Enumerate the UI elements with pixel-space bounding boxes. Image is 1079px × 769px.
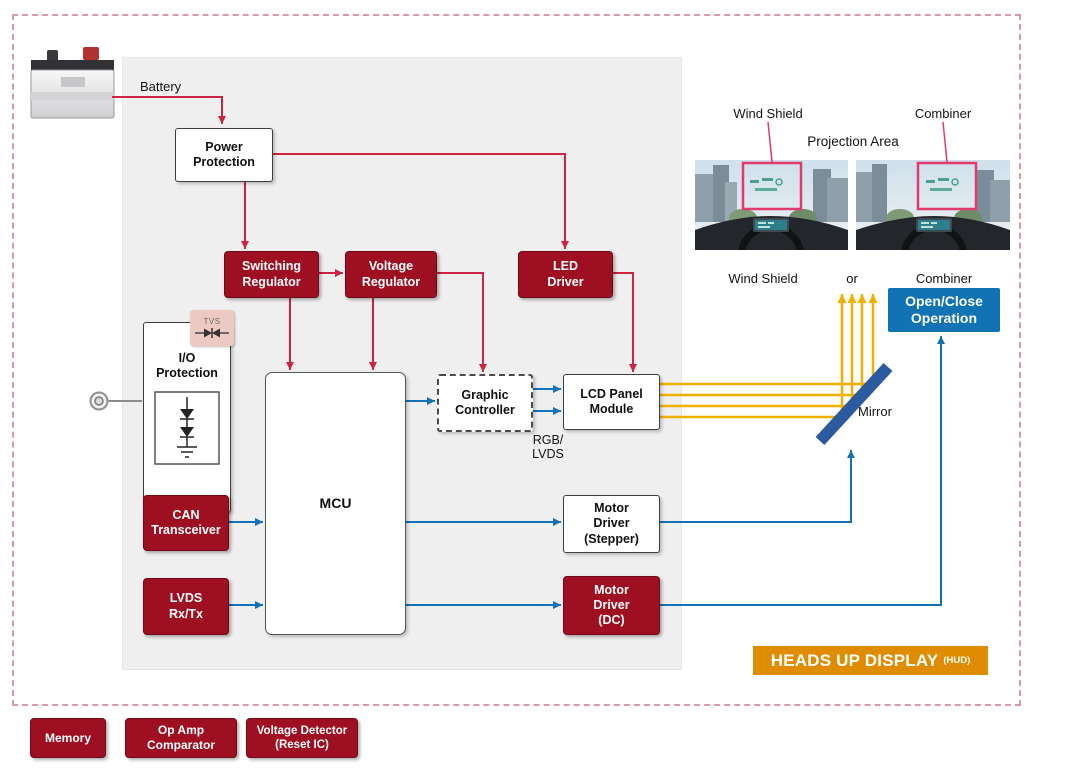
op-amp-comparator-block: Op Amp Comparator — [125, 718, 237, 758]
windshield-photo — [695, 160, 848, 250]
graphic-controller-label: Graphic Controller — [455, 387, 515, 417]
mcu-block: MCU — [265, 372, 406, 635]
open-close-operation-label: Open/Close Operation — [905, 292, 983, 326]
battery-image — [30, 47, 115, 119]
mirror-label: Mirror — [858, 404, 892, 419]
tvs-block: TVS — [190, 310, 234, 346]
open-close-operation-block: Open/Close Operation — [888, 288, 1000, 332]
led-driver-label: LED Driver — [547, 259, 584, 289]
hud-banner-suffix: (HUD) — [943, 655, 971, 666]
graphic-controller-block: Graphic Controller — [437, 374, 533, 432]
wind-shield-top-label: Wind Shield — [733, 106, 803, 121]
switching-regulator-block: Switching Regulator — [224, 251, 319, 298]
wind-shield-bottom-label: Wind Shield — [728, 271, 798, 286]
mcu-label: MCU — [319, 494, 352, 511]
switching-regulator-label: Switching Regulator — [241, 259, 302, 289]
motor-driver-stepper-label: Motor Driver (Stepper) — [584, 501, 639, 546]
power-protection-label: Power Protection — [193, 139, 255, 169]
or-label: or — [846, 271, 858, 286]
motor-driver-dc-label: Motor Driver (DC) — [593, 582, 630, 628]
hud-banner: HEADS UP DISPLAY (HUD) — [753, 646, 988, 675]
combiner-top-label: Combiner — [914, 106, 972, 121]
power-protection-block: Power Protection — [175, 128, 273, 182]
memory-label: Memory — [44, 730, 91, 745]
rgb-lvds-label: RGB/ LVDS — [532, 433, 564, 461]
motor-driver-dc-block: Motor Driver (DC) — [563, 576, 660, 635]
motor-driver-stepper-block: Motor Driver (Stepper) — [563, 495, 660, 553]
combiner-bottom-label: Combiner — [915, 271, 973, 286]
combiner-photo — [856, 160, 1010, 250]
voltage-regulator-label: Voltage Regulator — [361, 259, 421, 289]
tvs-label: TVS — [203, 317, 221, 326]
voltage-detector-label: Voltage Detector (Reset IC) — [256, 724, 348, 751]
lcd-panel-module-label: LCD Panel Module — [580, 386, 643, 416]
tvs-diode-icon — [195, 328, 229, 338]
esd-diode-circuit — [154, 390, 220, 465]
can-transceiver-block: CAN Transceiver — [143, 495, 229, 551]
projection-area-label: Projection Area — [807, 134, 899, 149]
lcd-panel-module-block: LCD Panel Module — [563, 374, 660, 430]
battery-label: Battery — [140, 79, 182, 94]
voltage-detector-block: Voltage Detector (Reset IC) — [246, 718, 358, 758]
led-driver-block: LED Driver — [518, 251, 613, 298]
hud-banner-title: HEADS UP DISPLAY — [770, 650, 939, 670]
lvds-rx-tx-label: LVDS Rx/Tx — [168, 591, 204, 621]
io-protection-label: I/O Protection — [156, 351, 218, 381]
io-protection-block: I/O Protection — [143, 322, 231, 513]
can-transceiver-label: CAN Transceiver — [151, 507, 221, 537]
memory-block: Memory — [30, 718, 106, 758]
op-amp-comparator-label: Op Amp Comparator — [146, 723, 215, 752]
diagram-frame — [12, 14, 1021, 706]
lvds-rx-tx-block: LVDS Rx/Tx — [143, 578, 229, 635]
voltage-regulator-block: Voltage Regulator — [345, 251, 437, 298]
